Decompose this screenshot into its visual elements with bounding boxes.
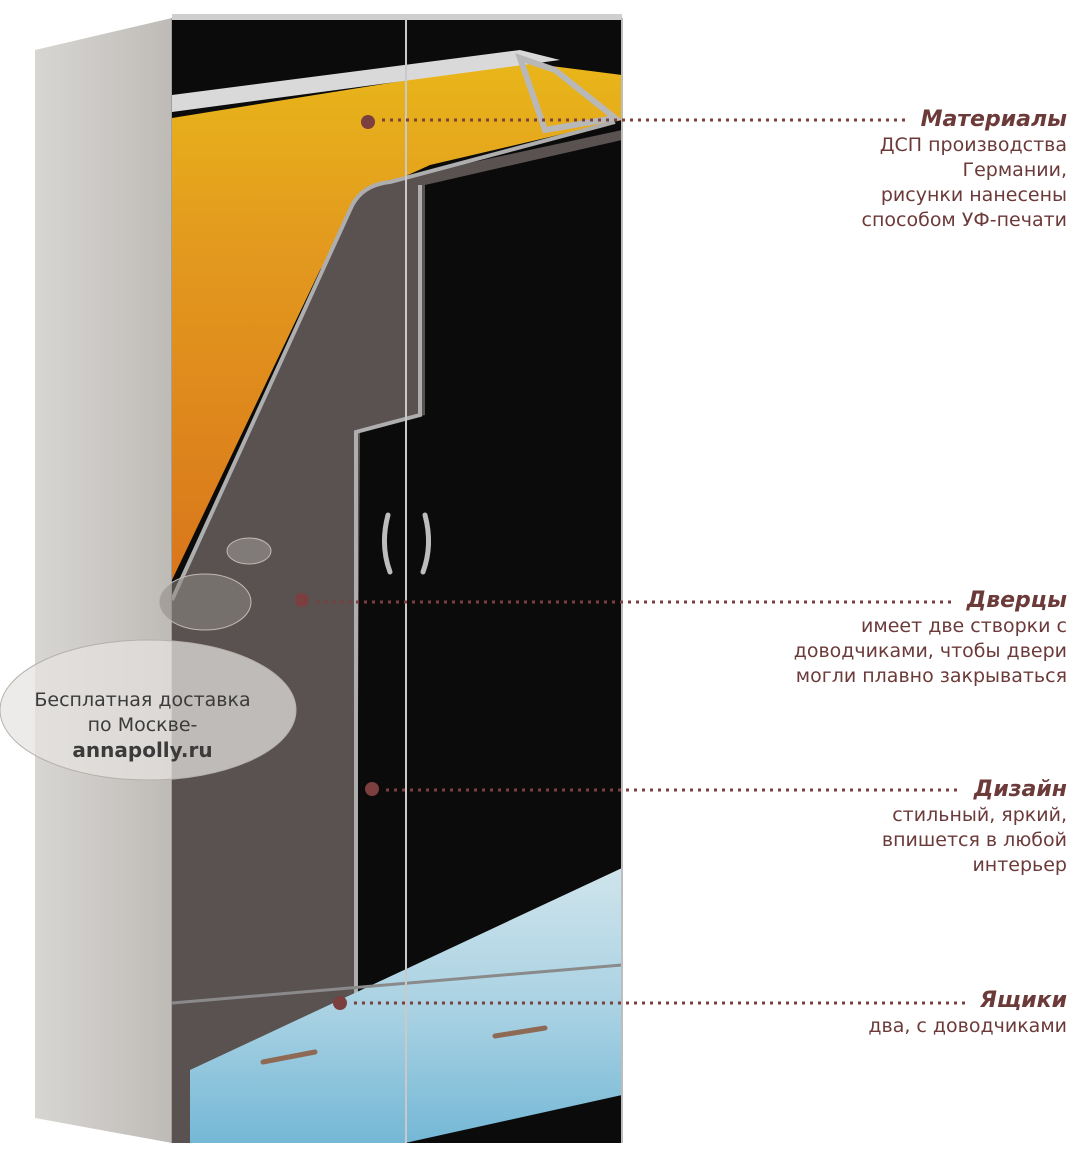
callout-line: стильный, яркий, <box>892 804 1067 826</box>
left-drawer-handle <box>260 1049 318 1065</box>
callout-line: ДСП производства <box>879 134 1067 156</box>
callout-line: впишется в любой <box>881 829 1067 851</box>
callout-line: интерьер <box>972 854 1067 876</box>
callout-design: Дизайн стильный, яркий, впишется в любой… <box>882 777 1067 878</box>
wardrobe-front <box>172 18 622 1143</box>
callout-line: способом УФ-печати <box>861 209 1067 231</box>
callout-title: Дверцы <box>966 588 1067 613</box>
callout-doors: Дверцы имеет две створки с доводчиками, … <box>794 588 1067 689</box>
doors-dot <box>295 593 309 607</box>
free-delivery-promo: Бесплатная доставка по Москве- annapolly… <box>0 618 298 778</box>
callout-title: Дизайн <box>973 777 1067 802</box>
medium-bubble <box>158 573 252 631</box>
design-dot <box>365 782 379 796</box>
right-drawer-handle <box>492 1025 548 1039</box>
promo-line-2: по Москве- <box>87 714 198 736</box>
left-door-handle <box>382 512 393 575</box>
callout-connectors <box>295 115 970 1010</box>
right-door-handle <box>420 512 431 575</box>
promo-line-1: Бесплатная доставка <box>34 689 251 711</box>
promo-site-link[interactable]: annapolly.ru <box>72 738 213 762</box>
callout-title: Ящики <box>979 988 1067 1013</box>
callout-line: могли плавно закрываться <box>795 665 1067 687</box>
wardrobe-side-panel <box>35 18 172 1143</box>
materials-dot <box>361 115 375 129</box>
promo-bubble <box>0 639 297 781</box>
callout-materials: Материалы ДСП производства Германии, рис… <box>862 107 1067 233</box>
small-bubble <box>226 537 272 565</box>
drawers-dot <box>333 996 347 1010</box>
promo-text: Бесплатная доставка по Москве- annapolly… <box>0 688 285 763</box>
callout-line: доводчиками, чтобы двери <box>793 640 1067 662</box>
callout-line: рисунки нанесены <box>880 184 1067 206</box>
callout-line: Германии, <box>962 159 1067 181</box>
callout-title: Материалы <box>920 107 1067 132</box>
callout-line: два, с доводчиками <box>868 1015 1067 1037</box>
callout-line: имеет две створки с <box>861 615 1067 637</box>
callout-drawers: Ящики два, с доводчиками <box>868 988 1067 1039</box>
